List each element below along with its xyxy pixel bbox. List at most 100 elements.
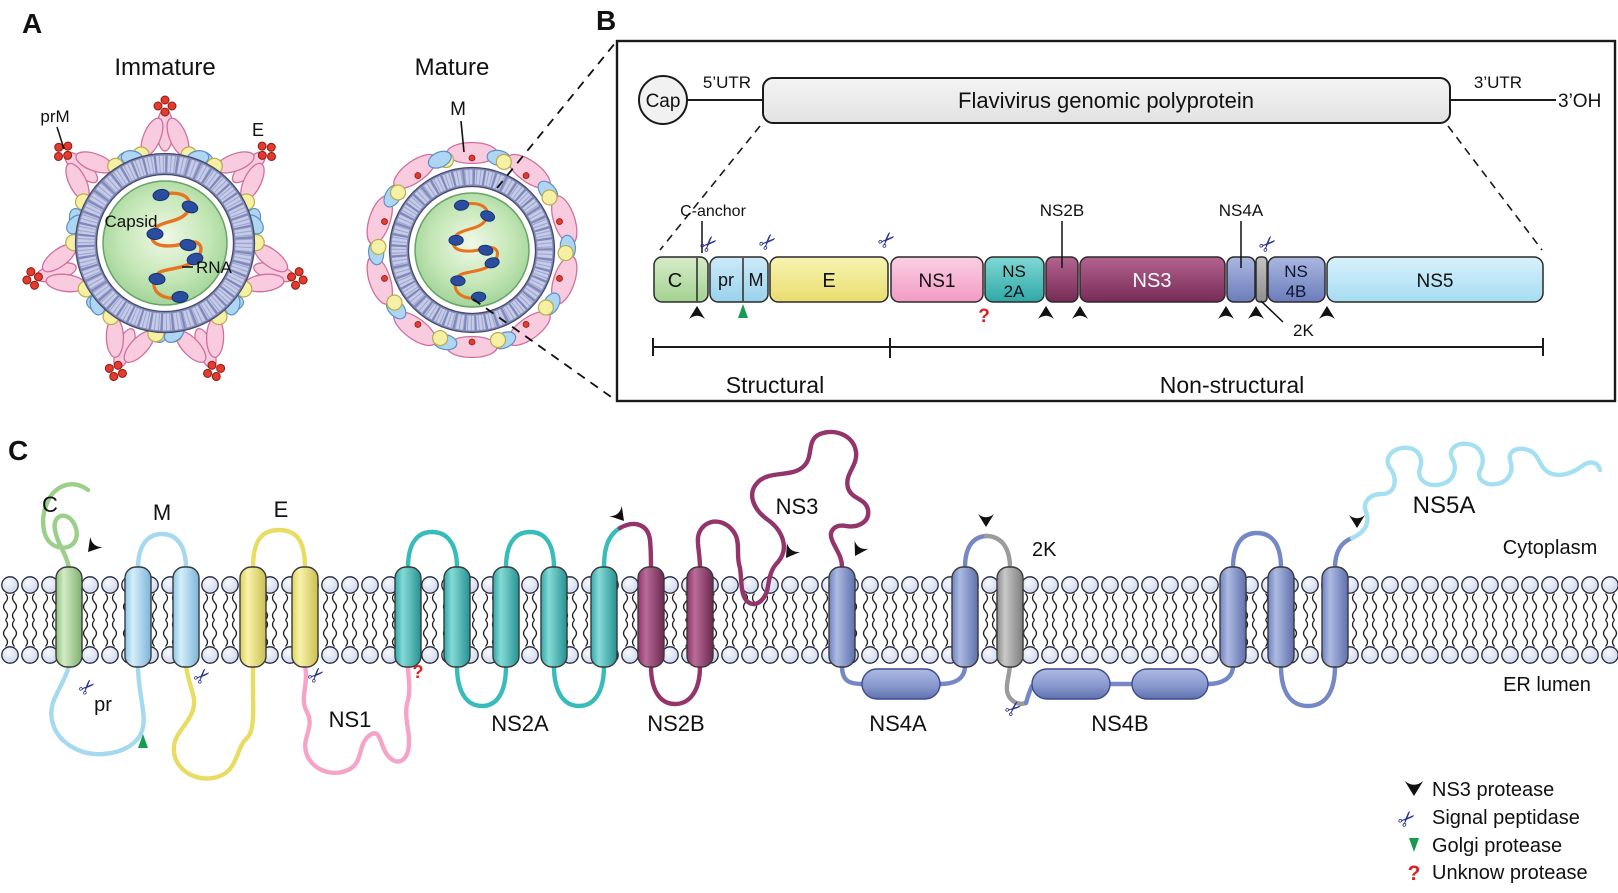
ns3-protease-arrowhead-icon — [978, 514, 994, 527]
ns3-protease-arrowhead-icon — [1349, 515, 1365, 528]
c-protein-label: C — [42, 492, 58, 517]
ns2a-loop4 — [551, 663, 607, 709]
prm-label: prM — [40, 107, 69, 126]
tm-ns2b-1 — [637, 566, 665, 668]
e-loop-chain — [250, 527, 308, 571]
tm-ns4a-2 — [951, 566, 979, 668]
legend-unknown-protease-label: Unknow protease — [1432, 862, 1588, 884]
capsid-chain — [40, 482, 91, 571]
mature-membrane-ring — [388, 166, 556, 334]
segment-C-label: C — [668, 270, 682, 292]
prm-pointer-line — [56, 126, 65, 150]
ns3-protease-arrowhead-icon — [848, 540, 869, 560]
ns3-protease-arrowhead-icon — [81, 536, 103, 558]
golgi-protease-triangle-icon — [738, 304, 748, 318]
polyprotein-title: Flavivirus genomic polyprotein — [958, 88, 1254, 113]
segment-C — [653, 256, 709, 303]
ns2a-exit — [601, 525, 623, 571]
zoom-dashed-line-bottom — [472, 298, 615, 400]
m-to-e-chain — [171, 663, 256, 781]
ns2b-label: NS2B — [647, 711, 704, 736]
cap-label: Cap — [646, 91, 681, 112]
k2-callout: 2K — [1293, 321, 1314, 340]
pr-loop-chain — [49, 663, 146, 757]
m-label: M — [450, 99, 466, 120]
legend: NS3 protease ✂ Signal peptidase Golgi pr… — [1393, 779, 1588, 885]
ns2b-callout: NS2B — [1040, 201, 1084, 220]
ns3-label: NS3 — [776, 494, 819, 519]
ns4b-lumen-helix-1 — [1031, 668, 1111, 700]
segment-NS2A — [984, 256, 1045, 303]
unknown-protease-question-icon: ? — [1408, 862, 1421, 885]
segment-NS5 — [1326, 256, 1544, 303]
ns4b-link2 — [1205, 663, 1236, 687]
m-protein-label: M — [153, 500, 171, 525]
tm-ns2a-5 — [590, 566, 618, 668]
segment-NS4B — [1267, 256, 1326, 303]
tm-ns2b-2 — [686, 566, 714, 668]
immature-title: Immature — [114, 54, 215, 81]
ns2a-loop3 — [503, 529, 557, 571]
ns4a-link2 — [937, 663, 968, 687]
k2-pointer — [1260, 300, 1284, 323]
ns4b-label: NS4B — [1091, 711, 1148, 736]
segment-E-label: E — [822, 270, 835, 292]
c-anchor-label: C-anchor — [680, 203, 746, 220]
segment-M-label: M — [749, 270, 764, 290]
utr3-label: 3’UTR — [1474, 73, 1522, 92]
ns4b-loop2 — [1278, 663, 1338, 709]
golgi-protease-triangle-icon — [1409, 838, 1419, 852]
ns4a-callout: NS4A — [1219, 201, 1264, 220]
ns4b-loop1 — [1230, 530, 1284, 571]
utr5-label: 5’UTR — [703, 73, 751, 92]
segment-NS2A-label-1: NS — [1002, 262, 1026, 281]
tm-capsid — [55, 566, 83, 668]
oh3-label: 3’OH — [1558, 91, 1601, 112]
ns2b-loop — [648, 663, 703, 707]
ns4a-label: NS4A — [869, 711, 927, 736]
capsid-label: Capsid — [105, 212, 158, 231]
expand-dashed-left — [659, 125, 761, 251]
segment-2K — [1255, 256, 1268, 303]
ns3-protease-arrowhead-icon — [1404, 781, 1424, 796]
tm-ns4b-3 — [1321, 566, 1349, 668]
unknown-protease-question-icon: ? — [978, 306, 990, 327]
panel-c-letter: C — [8, 435, 28, 466]
segment-NS3-label: NS3 — [1133, 270, 1172, 292]
segment-prM — [709, 256, 769, 303]
segment-NS4B-label-2: 4B — [1286, 282, 1307, 301]
tm-ns4b-1 — [1219, 566, 1247, 668]
k2-tail-gray — [1004, 663, 1029, 706]
tm-m-2 — [172, 566, 200, 668]
e-protein-label: E — [274, 497, 289, 522]
k2-ns4b-link — [1023, 683, 1035, 706]
tm-ns2a-4 — [540, 566, 568, 668]
tm-ns4a-1 — [828, 566, 856, 668]
mature-title: Mature — [415, 54, 490, 81]
ns1-label: NS1 — [329, 707, 372, 732]
ns2a-label: NS2A — [491, 711, 549, 736]
cytoplasm-label: Cytoplasm — [1503, 537, 1597, 559]
ns2a-loop2 — [454, 663, 509, 709]
region-bracket — [652, 338, 1544, 358]
ns4a-link1 — [839, 663, 865, 687]
structural-label: Structural — [726, 372, 824, 398]
er-lumen-label: ER lumen — [1503, 674, 1591, 696]
polyprotein-chains — [40, 429, 1603, 781]
segment-NS2A-label-2: 2A — [1004, 282, 1025, 301]
scissors-icon: ✂ — [1001, 696, 1028, 724]
ns5a-chain — [1349, 441, 1603, 541]
golgi-protease-triangle-icon — [138, 734, 148, 748]
tm-ns4b-2 — [1267, 566, 1295, 668]
e-label: E — [252, 120, 264, 140]
scissors-icon: ✂ — [189, 663, 216, 690]
segment-NS3 — [1079, 256, 1226, 303]
panel-b: B Cap 5’UTR Flavivirus genomic polyprote… — [596, 5, 1617, 403]
m-pointer-line — [460, 120, 465, 153]
non-structural-label: Non-structural — [1160, 372, 1304, 398]
panel-c: C — [0, 429, 1618, 781]
tm-helices — [55, 566, 1349, 700]
ns4b-lumen-helix-2 — [1131, 668, 1209, 700]
